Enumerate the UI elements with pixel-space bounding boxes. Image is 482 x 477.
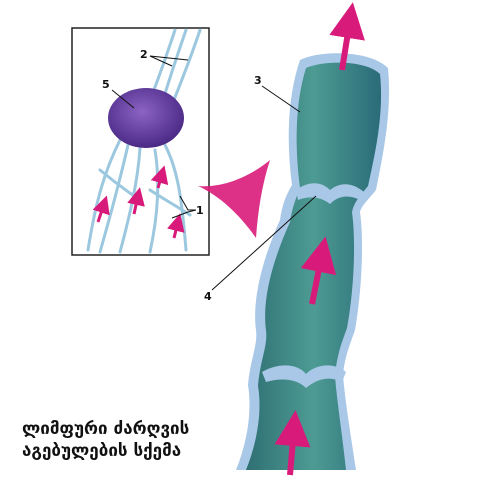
inset-panel: 2 5 1 bbox=[72, 28, 209, 255]
diagram-caption: ლიმფური ძარღვის აგებულების სქემა bbox=[22, 418, 242, 462]
caption-line-1: ლიმფური ძარღვის bbox=[22, 418, 242, 440]
caption-line-2: აგებულების სქემა bbox=[22, 440, 242, 462]
lymph-vessel: 3 4 bbox=[204, 20, 389, 475]
lymph-node bbox=[108, 88, 184, 148]
label-1: 1 bbox=[196, 204, 204, 217]
label-4: 4 bbox=[204, 290, 212, 303]
label-5: 5 bbox=[102, 78, 110, 91]
label-3: 3 bbox=[254, 74, 262, 87]
label-2: 2 bbox=[140, 48, 148, 61]
